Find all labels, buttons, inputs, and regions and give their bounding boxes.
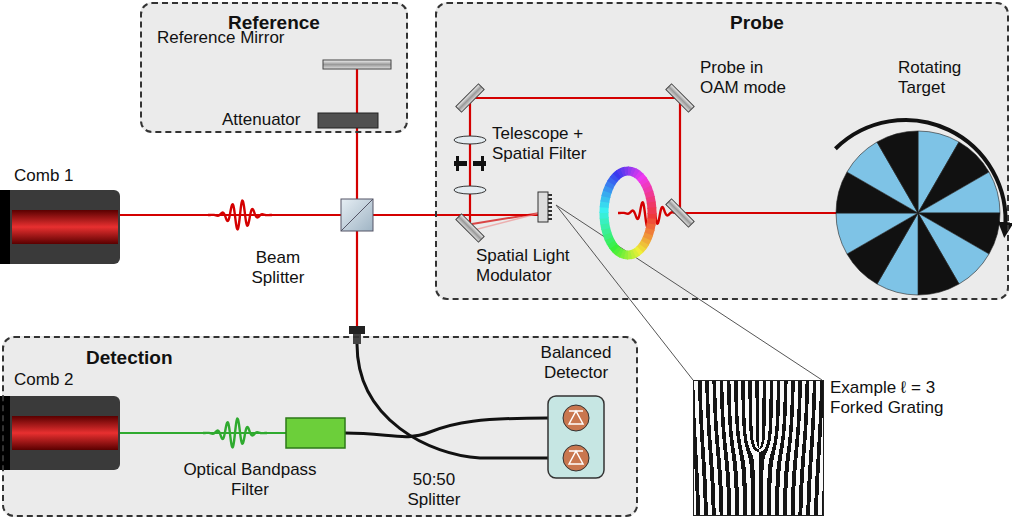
figure-part <box>323 60 391 69</box>
rotating-target <box>836 131 1000 295</box>
figure-part <box>548 396 604 478</box>
slm-pixel <box>548 202 552 204</box>
panel-fill <box>2 336 638 517</box>
figure-part <box>454 186 486 194</box>
target-sector <box>877 131 918 213</box>
pulse-symbols <box>203 199 682 448</box>
laser-beams <box>120 68 1000 433</box>
component-label: 50:50 Splitter <box>392 470 476 510</box>
figure-part <box>318 113 378 128</box>
component-label: Spatial Light Modulator <box>476 246 594 286</box>
figure-part <box>563 405 589 431</box>
component-label: Telescope + Spatial Filter <box>492 124 610 164</box>
figure-part <box>474 213 540 230</box>
slm-pixel <box>548 198 552 200</box>
figure-part <box>548 194 552 220</box>
slm-pixel <box>548 206 552 208</box>
comb-laser <box>0 190 120 470</box>
slm-pixel <box>548 194 552 196</box>
figure-part <box>456 84 484 112</box>
figure-part <box>456 214 484 242</box>
figure-part <box>356 68 358 326</box>
component-label: Reference Mirror <box>157 28 285 48</box>
figure-part <box>569 451 583 464</box>
figure-part <box>454 136 486 144</box>
figure-part <box>341 199 373 231</box>
figure-part <box>563 445 589 471</box>
panel-fill <box>435 2 1009 300</box>
rotation-arrow <box>835 120 1005 230</box>
pulse-symbol <box>203 419 267 448</box>
figure-part <box>0 190 10 264</box>
figure-part <box>0 396 120 470</box>
beam-splitter <box>341 199 373 231</box>
bandpass-filter <box>286 418 345 448</box>
figure-part <box>349 326 365 334</box>
slm-pixel <box>548 214 552 216</box>
figure-part <box>286 418 345 448</box>
figure-part <box>666 199 694 227</box>
component-label: Rotating Target <box>898 58 993 98</box>
component-label: Balanced Detector <box>528 343 624 383</box>
component-label: Probe in OAM mode <box>700 58 800 98</box>
target-sector <box>918 213 959 295</box>
group-panel: Detection <box>2 336 638 517</box>
target-sector <box>836 213 918 254</box>
figure-part <box>12 210 118 244</box>
component-label: Example ℓ = 3 Forked Grating <box>830 378 965 418</box>
component-label: Optical Bandpass Filter <box>168 460 332 500</box>
mirror <box>456 84 484 112</box>
pulse-symbol <box>208 201 272 230</box>
mirrors <box>456 84 694 242</box>
mirror <box>456 214 484 242</box>
component-label: Beam Splitter <box>238 248 318 288</box>
oam-ring-segment <box>647 208 656 215</box>
component-label: Comb 1 <box>14 166 74 186</box>
balanced-detector <box>548 396 604 478</box>
figure-part <box>357 344 548 458</box>
figure-part <box>120 214 540 216</box>
figure-part <box>481 156 484 171</box>
mirror <box>666 84 694 112</box>
oam-ring <box>604 171 652 255</box>
figure-part <box>12 416 118 450</box>
target-sector <box>918 172 1000 213</box>
reference-optics <box>318 60 391 128</box>
panel-fill <box>140 2 408 133</box>
figure-part <box>341 199 373 231</box>
figure-part <box>456 156 459 171</box>
forked-grating-image <box>693 380 824 516</box>
figure-part <box>538 192 548 222</box>
panel-heading: Probe <box>517 12 997 34</box>
component-label: Attenuator <box>222 110 300 130</box>
slm-pixel <box>548 210 552 212</box>
figure-part <box>569 411 583 424</box>
figure-part <box>454 161 467 166</box>
figure-part <box>345 418 548 437</box>
figure-part <box>666 84 694 112</box>
slm-pixel <box>548 218 552 220</box>
figure-part <box>470 98 1000 226</box>
telescope-spatial-filter <box>454 136 486 194</box>
figure-part <box>473 161 486 166</box>
mirror <box>666 199 694 227</box>
component-label: Comb 2 <box>14 370 74 390</box>
fiber-optics <box>345 326 548 458</box>
figure-part <box>0 190 120 264</box>
